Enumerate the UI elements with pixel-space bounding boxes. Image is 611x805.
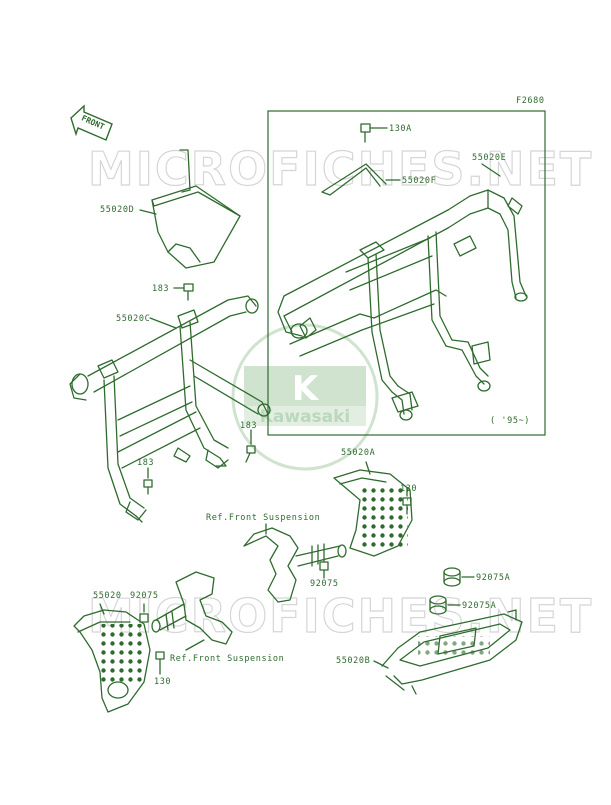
- svg-text:K: K: [292, 369, 320, 409]
- label-92075-mid: 92075: [310, 579, 339, 589]
- label-183-mid: 183: [240, 421, 257, 431]
- bolt-130-bottom: [155, 651, 165, 667]
- label-130-right: 130: [400, 484, 417, 494]
- step-plate-55020b-holes: [418, 636, 490, 658]
- label-55020b: 55020B: [336, 656, 370, 666]
- label-55020f: 55020F: [402, 176, 436, 186]
- leader-55020a: [365, 461, 371, 475]
- label-55020d: 55020D: [100, 205, 134, 215]
- svg-text:MICROFICHES.NET: MICROFICHES.NET: [88, 142, 593, 196]
- label-183-top: 183: [152, 284, 169, 294]
- watermark-top: MICROFICHES.NET: [87, 141, 593, 196]
- detail-box: [267, 110, 546, 436]
- knuckle-bottom: [151, 571, 233, 645]
- leader-55020e: [481, 163, 501, 177]
- bolt-183-top: [183, 283, 194, 301]
- label-130a: 130A: [389, 124, 412, 134]
- skid-plate-55020a-holes: [362, 484, 408, 548]
- leader-55020d: [139, 209, 157, 215]
- label-183-left: 183: [137, 458, 154, 468]
- knuckle-top: [243, 527, 347, 603]
- label-130-bottom: 130: [154, 677, 171, 687]
- clip-55020f: [321, 163, 387, 196]
- year-note: ( '95~): [490, 416, 530, 426]
- front-arrow-icon: FRONT: [70, 104, 113, 141]
- nut-92075-mid: [319, 561, 329, 571]
- label-55020: 55020: [93, 591, 122, 601]
- label-92075-left: 92075: [130, 591, 159, 601]
- kawasaki-logo: K Kawasaki: [231, 323, 379, 471]
- leader-55020: [99, 603, 105, 615]
- figure-code: F2680: [516, 96, 545, 106]
- bushing-92075a-a: [443, 567, 461, 587]
- label-ref-front-suspension-top: Ref.Front Suspension: [206, 513, 320, 523]
- leader-55020c: [149, 317, 177, 329]
- bolt-183-left: [143, 479, 153, 495]
- leader-ref-bottom: [185, 639, 205, 651]
- bushing-92075a-b: [429, 595, 447, 615]
- label-55020e: 55020E: [472, 153, 506, 163]
- bolt-183-mid: [245, 445, 256, 463]
- leader-55020b: [373, 660, 389, 669]
- label-55020c: 55020C: [116, 314, 150, 324]
- svg-text:Kawasaki: Kawasaki: [260, 407, 351, 427]
- label-ref-front-suspension-bottom: Ref.Front Suspension: [170, 654, 284, 664]
- bolt-130a: [360, 123, 371, 143]
- label-92075a-b: 92075A: [462, 601, 496, 611]
- bumper-55020e: [277, 189, 528, 421]
- label-55020a: 55020A: [341, 448, 375, 458]
- label-92075a-a: 92075A: [476, 573, 510, 583]
- nut-92075-left: [139, 613, 149, 623]
- skid-plate-55020-holes: [98, 624, 146, 682]
- guard-plate-55020d: [151, 149, 241, 269]
- bolt-130-right: [402, 497, 412, 515]
- bumper-frame-55020c: [69, 295, 271, 523]
